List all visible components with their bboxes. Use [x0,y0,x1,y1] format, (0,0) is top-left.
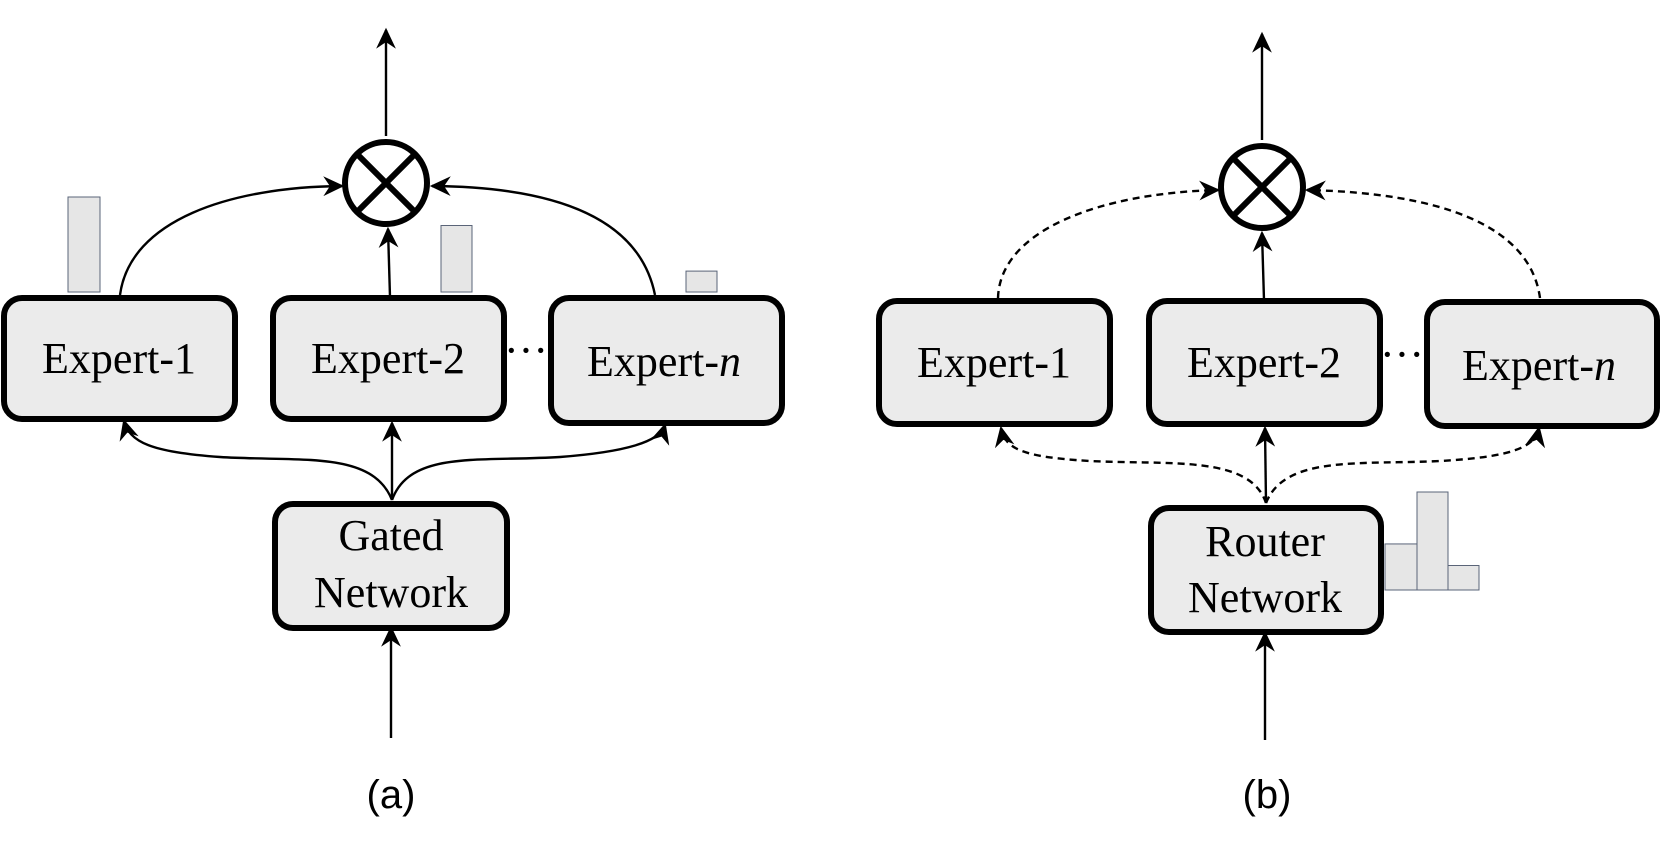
expert-n-label-a: Expert-n [587,337,741,386]
connection-router-expert1-b [994,425,1268,504]
panel-b: Expert-1 Expert-2 ··· Expert-n Router Ne… [876,31,1660,817]
connection-gate-expertn-a [390,422,670,501]
expert-1-box-b: Expert-1 [876,298,1113,427]
gated-network-label-line1: Gated [338,511,443,560]
panel-a: Expert-1 Expert-2 ··· Expert-n Gated Net… [1,27,785,817]
expert-1-label-a: Expert-1 [42,334,196,383]
expert-2-label-b: Expert-2 [1187,338,1341,387]
expert-n-label-b: Expert-n [1462,341,1616,390]
caption-b: (b) [1243,773,1292,817]
circled-times-icon [354,151,418,215]
weight-bar-expertn-a [685,270,718,293]
expert-2-box-a: Expert-2 [270,295,507,422]
caption-a: (a) [367,773,416,817]
expert-n-box-a: Expert-n [548,295,785,426]
expert-1-box-a: Expert-1 [1,295,238,422]
connection-expertn-combiner-b [1304,180,1542,299]
weight-bar-expert2-b [1416,491,1449,591]
expert-n-box-b: Expert-n [1424,299,1660,429]
ellipsis-b: ··· [1380,330,1424,379]
connection-expertn-combiner-a [429,176,657,296]
weight-bar-expertn-b [1447,565,1480,591]
connection-expert2-combiner-b [1252,230,1273,301]
connection-router-expert2-b [1255,425,1276,504]
connection-expert1-combiner-b [996,180,1221,299]
ellipsis-a: ··· [504,326,548,375]
weight-bar-expert1-b [1384,543,1418,591]
expert-1-label-b: Expert-1 [917,338,1071,387]
router-network-box: Router Network [1148,505,1384,635]
connection-router-expertn-b [1264,425,1546,504]
gated-network-label-line2: Network [314,568,468,617]
expert-2-box-b: Expert-2 [1146,298,1383,427]
router-network-label-line2: Network [1188,573,1342,622]
connection-expert2-combiner-a [378,226,399,298]
connection-gate-expert1-a [119,418,394,501]
gated-network-box: Gated Network [272,501,510,631]
circled-times-icon [1230,155,1294,219]
weight-bar-expert1-a [67,196,101,293]
router-network-label-line1: Router [1205,517,1325,566]
expert-2-label-a: Expert-2 [311,334,465,383]
weight-bar-expert2-a [440,225,473,293]
connection-expert1-combiner-a [118,176,345,296]
